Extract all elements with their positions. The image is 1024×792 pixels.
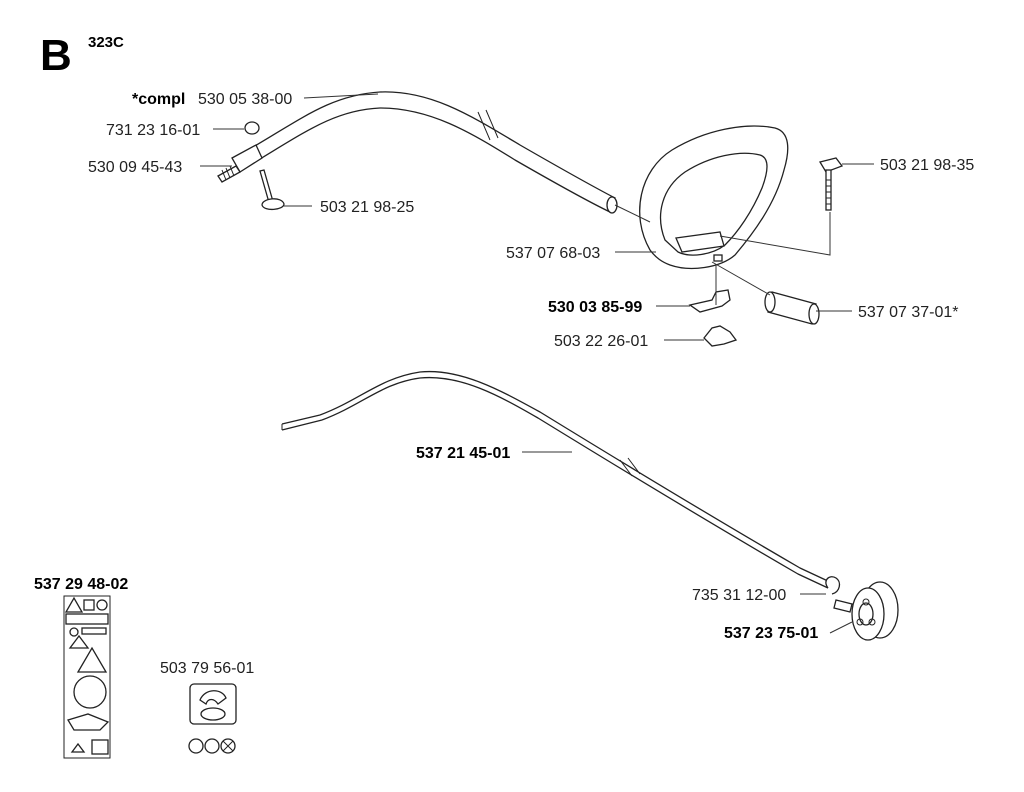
label-shaft-prefix: *compl <box>132 91 185 108</box>
label-nut: 731 23 16-01 <box>106 122 200 139</box>
label-shaft: 530 05 38-00 <box>198 91 292 108</box>
label-decal-small: 503 79 56-01 <box>160 660 254 677</box>
label-bracket: 530 03 85-99 <box>548 299 642 316</box>
label-screw-left: 503 21 98-25 <box>320 199 414 216</box>
label-drum: 537 23 75-01 <box>724 625 818 642</box>
label-circlip: 735 31 12-00 <box>692 587 786 604</box>
label-screw-right: 503 21 98-35 <box>880 157 974 174</box>
circlip-part <box>825 576 841 595</box>
label-wing-nut: 503 22 26-01 <box>554 333 648 350</box>
nut-part <box>244 121 260 135</box>
section-letter: B <box>40 31 72 80</box>
label-decal-set: 537 29 48-02 <box>34 576 128 593</box>
shaft-tube <box>247 91 618 214</box>
model-label: 323C <box>88 34 124 51</box>
shaft-adapter <box>217 121 285 211</box>
wing-nut-part <box>703 325 738 347</box>
loop-handle <box>639 125 789 270</box>
sleeve-part <box>764 291 820 325</box>
decal-sheet-large <box>63 595 111 759</box>
label-adapter: 530 09 45-43 <box>88 159 182 176</box>
drum-part <box>833 581 899 641</box>
label-drive-shaft: 537 21 45-01 <box>416 445 510 462</box>
label-sleeve: 537 07 37-01* <box>858 304 959 321</box>
screw-right-part <box>818 157 844 211</box>
drive-shaft <box>281 370 831 589</box>
decal-small <box>188 683 237 754</box>
bracket-part <box>688 289 731 313</box>
label-handle: 537 07 68-03 <box>506 245 600 262</box>
